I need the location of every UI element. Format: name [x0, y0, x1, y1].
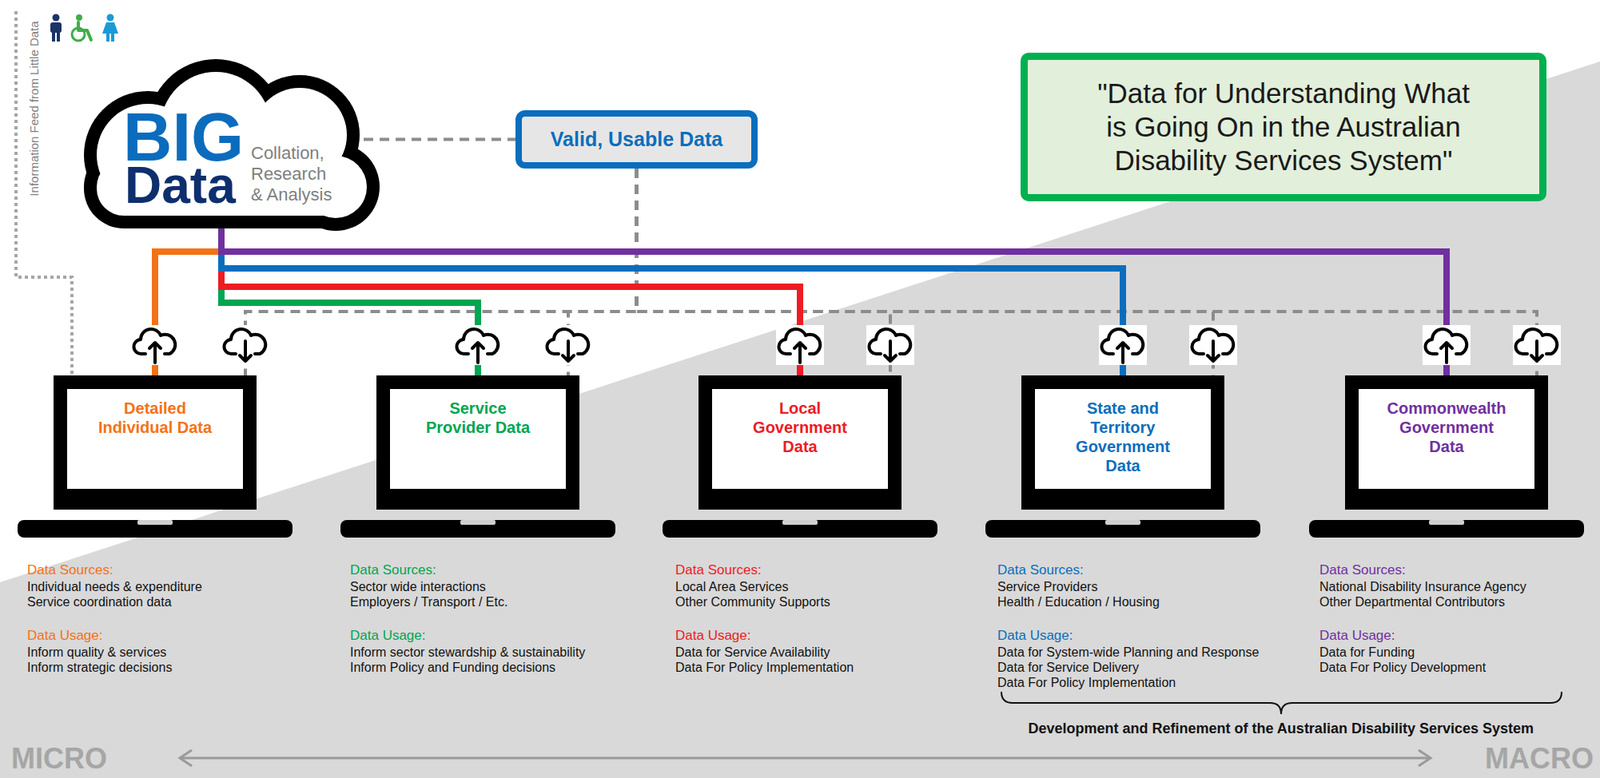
vertical-note: Information Feed from Little Data — [26, 20, 41, 196]
section-item: Inform Policy and Funding decisions — [350, 660, 556, 676]
screen-title: Service Provider Data — [417, 398, 539, 438]
data-feed-line — [221, 226, 1447, 376]
usable-data-line — [363, 138, 516, 142]
section-item: Inform strategic decisions — [27, 660, 172, 676]
info-feed-line — [15, 11, 72, 376]
screen-title: Local Government Data — [739, 398, 861, 457]
quote-box: "Data for Understanding What is Going On… — [1020, 52, 1547, 202]
cloud-subtitle: Collation, Research & Analysis — [250, 143, 339, 206]
download-icon — [544, 325, 593, 366]
section-heading: Data Sources: — [997, 562, 1084, 579]
section-item: Health / Education / Housing — [997, 594, 1160, 610]
section-item: Data For Policy Implementation — [997, 675, 1176, 691]
section-item: Data for System-wide Planning and Respon… — [997, 644, 1259, 661]
micro-macro-arrow — [179, 750, 1431, 767]
quote-text: "Data for Understanding What is Going On… — [1087, 76, 1480, 178]
scale-end-label: MACRO — [1484, 741, 1594, 777]
section-item: Local Area Services — [675, 579, 789, 595]
laptop-screen: State and Territory Government Data — [1021, 375, 1225, 510]
laptop-screen: Service Provider Data — [376, 375, 580, 510]
section-item: Service coordination data — [27, 594, 172, 610]
section-item: Other Departmental Contributors — [1319, 594, 1505, 610]
big-data-cloud: BIGDataCollation, Research & Analysis — [55, 51, 388, 233]
section-item: Employers / Transport / Etc. — [350, 594, 508, 610]
section-heading: Data Usage: — [997, 628, 1074, 645]
laptop-screen: Commonwealth Government Data — [1345, 375, 1549, 510]
upload-icon — [1422, 325, 1471, 366]
section-item: Data for Service Delivery — [997, 660, 1139, 676]
section-heading: Data Usage: — [675, 628, 752, 645]
upload-icon — [776, 325, 824, 366]
section-heading: Data Usage: — [1319, 628, 1396, 645]
section-item: Individual needs & expenditure — [27, 579, 203, 595]
laptop-screen: Local Government Data — [698, 375, 902, 510]
section-item: Other Community Supports — [675, 594, 831, 610]
section-item: Data for Funding — [1319, 644, 1415, 661]
download-icon — [1512, 325, 1561, 366]
usable-data-line — [636, 168, 892, 376]
section-heading: Data Sources: — [675, 562, 762, 579]
section-item: Data for Service Availability — [675, 644, 831, 661]
box-label: Valid, Usable Data — [550, 127, 723, 152]
section-item: National Disability Insurance Agency — [1319, 579, 1527, 595]
laptop-screen: Detailed Individual Data — [53, 375, 257, 510]
upload-icon — [131, 325, 180, 366]
screen-title: Detailed Individual Data — [94, 398, 216, 438]
section-item: Inform sector stewardship & sustainabili… — [350, 644, 586, 661]
brace-label: Development and Refinement of the Austra… — [1028, 720, 1535, 739]
section-heading: Data Usage: — [27, 628, 104, 645]
people-icons — [50, 14, 119, 43]
screen-title: Commonwealth Government Data — [1385, 398, 1508, 457]
download-icon — [221, 325, 270, 366]
brace — [1001, 692, 1562, 715]
section-item: Data For Policy Development — [1319, 660, 1486, 676]
cloud-data: Data — [124, 159, 236, 211]
upload-icon — [1098, 325, 1147, 366]
section-heading: Data Usage: — [350, 628, 426, 645]
download-icon — [1189, 325, 1238, 366]
valid-data-box: Valid, Usable Data — [515, 110, 758, 169]
section-heading: Data Sources: — [1319, 562, 1406, 579]
section-item: Service Providers — [997, 579, 1098, 595]
section-item: Inform quality & services — [27, 644, 167, 661]
laptop-bases — [17, 520, 1585, 538]
section-item: Data For Policy Implementation — [675, 660, 854, 676]
upload-icon — [453, 325, 502, 366]
screen-title: State and Territory Government Data — [1062, 398, 1184, 476]
laptop-notches — [137, 520, 1465, 526]
section-heading: Data Sources: — [27, 562, 114, 579]
download-icon — [866, 325, 915, 366]
grey-ground — [0, 61, 1600, 778]
scale-end-label: MICRO — [11, 741, 108, 777]
section-item: Sector wide interactions — [350, 579, 486, 595]
section-heading: Data Sources: — [350, 562, 437, 579]
